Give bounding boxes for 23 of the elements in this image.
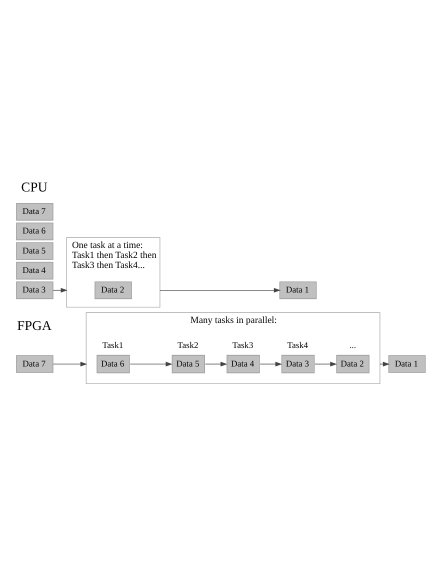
node-box: Data 4 (16, 261, 53, 279)
arrow (259, 361, 282, 366)
node-label: Task4 (286, 340, 308, 350)
node-box: Data 6 (16, 222, 53, 240)
arrow (314, 361, 336, 366)
node-label: ... (348, 340, 356, 350)
label: CPU (20, 178, 47, 194)
label: FPGA (16, 318, 52, 333)
node-label: Task3 (232, 340, 253, 350)
arrow (129, 361, 172, 366)
arrow (204, 361, 227, 366)
node-label: Task2 (177, 340, 198, 350)
node-box: Data 1 (388, 354, 426, 372)
arrow (159, 287, 280, 292)
node-box: Data 1 (278, 280, 316, 299)
node-box: Data 7 (16, 202, 53, 220)
node-box: Data 7 (16, 354, 53, 372)
node-box: Data 2 (94, 280, 132, 299)
arrow (52, 361, 87, 366)
node-label: Task1 (102, 340, 123, 350)
arrow (379, 361, 390, 366)
node-box: Data 3 (16, 280, 53, 299)
node-box: Data 5 (16, 242, 53, 260)
